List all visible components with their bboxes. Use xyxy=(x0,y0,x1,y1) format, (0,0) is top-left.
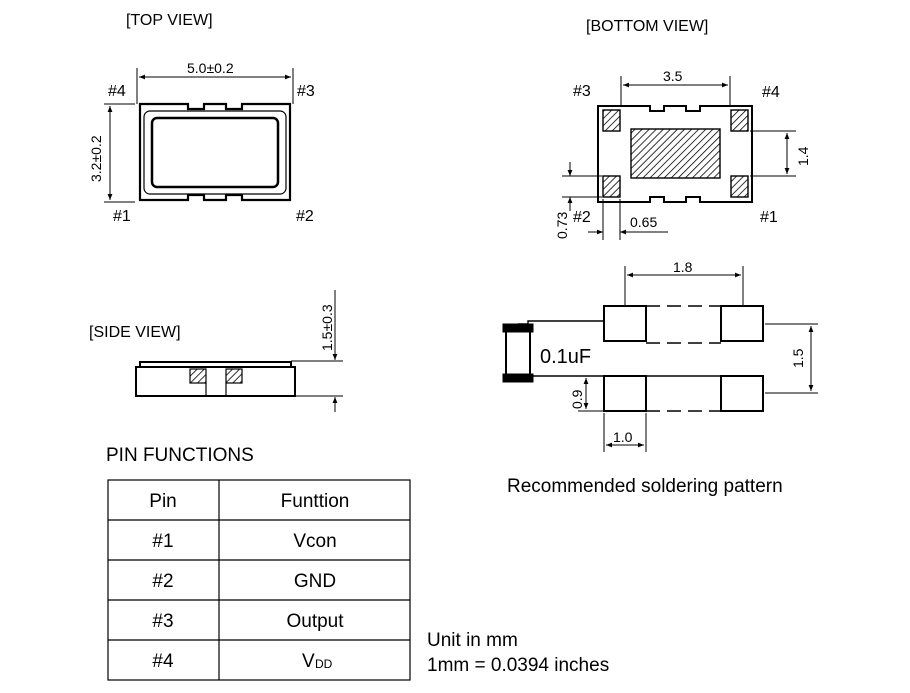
top-view-width-dimension xyxy=(136,68,294,104)
capacitor-label: 0.1uF xyxy=(540,346,591,368)
soldering-row-label: 1.5 xyxy=(790,348,806,368)
table-row-2-pin: #2 xyxy=(152,571,173,592)
capacitor xyxy=(502,323,534,383)
top-pin-2-label: #2 xyxy=(296,208,314,225)
solder-pad-top-left xyxy=(603,305,647,342)
top-pin-4-label: #4 xyxy=(108,83,126,100)
bottom-view-pitch-label: 3.5 xyxy=(663,68,683,84)
bottom-view-pads xyxy=(602,109,749,198)
solder-pad-top-right xyxy=(720,305,764,342)
side-pad-right xyxy=(225,368,243,384)
solder-pad-bottom-right xyxy=(720,375,764,412)
units-line-2: 1mm = 0.0394 inches xyxy=(427,655,609,676)
bottom-view-pad-width-dimension xyxy=(588,199,668,240)
soldering-pattern: 1.8 0.1uF 1.5 xyxy=(502,259,818,497)
bottom-pin-2-label: #2 xyxy=(573,209,591,226)
table-header-pin: Pin xyxy=(149,491,176,512)
pin-functions-table xyxy=(107,479,411,681)
table-row-2-function: GND xyxy=(294,571,336,592)
side-view-title: [SIDE VIEW] xyxy=(89,324,181,341)
soldering-pitch-label: 1.8 xyxy=(673,259,693,275)
units-note: Unit in mm 1mm = 0.0394 inches xyxy=(427,630,609,676)
bottom-pin-1-label: #1 xyxy=(760,209,778,226)
table-row-4-function-subscript: DD xyxy=(315,657,333,671)
top-view-package xyxy=(138,102,292,202)
soldering-row-dimension xyxy=(765,323,818,394)
pin-functions-title: PIN FUNCTIONS xyxy=(106,445,254,466)
table-row-3-pin: #3 xyxy=(152,611,173,632)
bottom-view: [BOTTOM VIEW] 3.5 #3 #4 #2 #1 1.4 xyxy=(554,18,811,240)
table-header-function: Funttion xyxy=(281,491,350,512)
bottom-view-pad-height-label: 0.73 xyxy=(554,212,570,239)
bottom-pin-3-label: #3 xyxy=(573,83,591,100)
bottom-pad-3 xyxy=(602,109,621,132)
bottom-pad-1 xyxy=(730,175,749,198)
bottom-view-title: [BOTTOM VIEW] xyxy=(586,18,708,35)
soldering-caption: Recommended soldering pattern xyxy=(507,476,783,497)
soldering-pad-width-label: 1.0 xyxy=(613,429,633,445)
top-view-height-dimension xyxy=(104,103,135,203)
top-view-height-label: 3.2±0.2 xyxy=(88,135,104,182)
table-row-4-pin: #4 xyxy=(152,651,174,672)
bottom-view-pad-height-dimension xyxy=(562,162,602,211)
side-view: [SIDE VIEW] 1.5±0.3 xyxy=(89,290,343,412)
soldering-pads xyxy=(603,305,764,412)
bottom-view-package xyxy=(597,105,753,203)
top-view-title: [TOP VIEW] xyxy=(126,12,213,29)
solder-pad-bottom-left xyxy=(603,375,647,412)
bottom-view-pad-width-label: 0.65 xyxy=(630,214,657,230)
side-view-body xyxy=(135,361,296,397)
pin-functions: PIN FUNCTIONS Pin Funttion #1 Vcon #2 GN… xyxy=(106,445,411,681)
top-view: [TOP VIEW] 5.0±0.2 3.2±0.2 #4 #3 #1 #2 xyxy=(88,12,315,225)
bottom-center-pad xyxy=(630,128,721,179)
bottom-view-vertical-dimension xyxy=(750,130,796,177)
bottom-pin-4-label: #4 xyxy=(762,84,780,101)
soldering-pad-width-dimension xyxy=(603,413,647,452)
bottom-view-vertical-label: 1.4 xyxy=(795,146,811,166)
table-row-1-pin: #1 xyxy=(152,531,173,552)
bottom-pad-2 xyxy=(602,175,621,198)
top-pin-1-label: #1 xyxy=(113,208,131,225)
soldering-pad-height-label: 0.9 xyxy=(569,389,585,409)
table-row-4-function: V xyxy=(302,651,315,672)
table-row-3-function: Output xyxy=(286,611,344,632)
side-view-height-dimension xyxy=(291,290,343,412)
units-line-1: Unit in mm xyxy=(427,630,518,651)
soldering-pitch-dimension xyxy=(624,266,744,305)
side-view-height-label: 1.5±0.3 xyxy=(319,304,335,351)
table-row-1-function: Vcon xyxy=(293,531,336,552)
top-pin-3-label: #3 xyxy=(297,83,315,100)
bottom-view-pitch-dimension xyxy=(620,76,731,106)
bottom-pad-4 xyxy=(730,109,749,132)
soldering-pad-height-dimension xyxy=(578,375,604,412)
side-pad-left xyxy=(189,368,207,384)
top-view-width-label: 5.0±0.2 xyxy=(187,60,234,76)
